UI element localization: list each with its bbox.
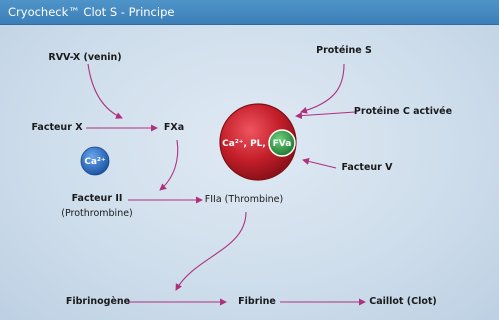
label-fiia: FIIa (Thrombine)	[204, 194, 284, 205]
label-fibrinogene: Fibrinogène	[65, 296, 131, 307]
title-bar: Cryocheck™ Clot S - Principe	[0, 0, 499, 25]
label-caillot: Caillot (Clot)	[369, 296, 437, 307]
label-facteur-v: Facteur V	[341, 162, 393, 173]
calcium-ball-label: Ca²⁺	[84, 157, 106, 167]
arrow-fiia-to-fibrinogene	[175, 211, 247, 291]
label-facteur-ii: Facteur II	[71, 193, 123, 204]
label-rvv: RVV-X (venin)	[48, 52, 122, 63]
label-fibrine: Fibrine	[238, 296, 276, 307]
fva-label: FVa	[273, 139, 292, 149]
arrow-rvv-to-fxa	[87, 63, 123, 119]
calcium-ball	[80, 146, 110, 176]
complex-label: Ca²⁺, PL,	[222, 139, 266, 149]
arrow-proteinec-to-complex	[295, 111, 356, 120]
label-proteine-c: Protéine C activée	[353, 106, 453, 117]
arrow-proteines-to-proteinec	[300, 63, 345, 114]
label-prothrombine: (Prothrombine)	[61, 208, 133, 219]
arrow-facteurv-to-complex	[302, 158, 337, 169]
fva-ball	[268, 129, 296, 157]
label-fxa: FXa	[163, 122, 185, 133]
label-facteur-x: Facteur X	[31, 122, 83, 133]
prothrombinase-complex	[219, 103, 297, 181]
arrow-fxa-to-facteurii	[159, 139, 179, 191]
label-proteine-s: Protéine S	[316, 45, 372, 56]
